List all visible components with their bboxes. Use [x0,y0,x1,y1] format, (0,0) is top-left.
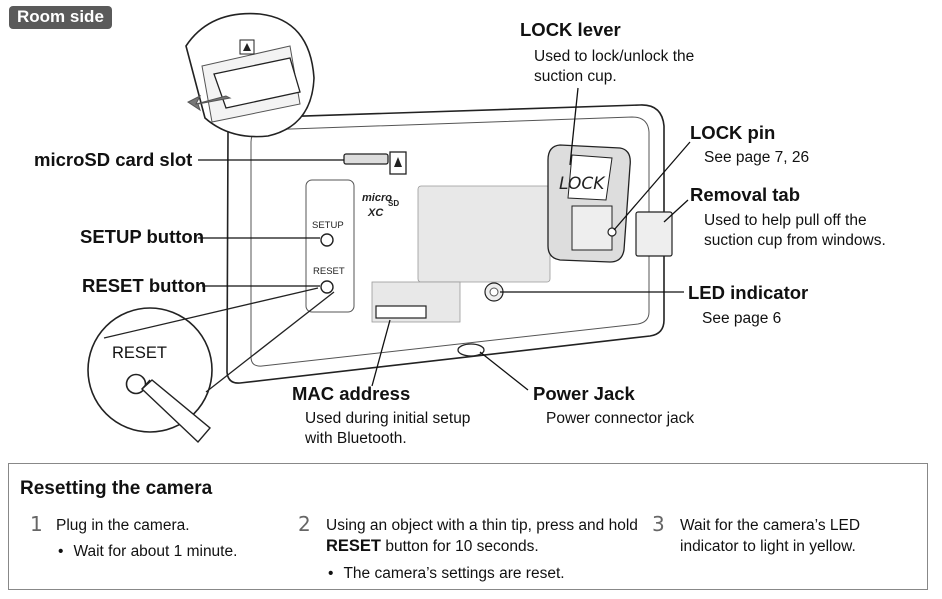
removal-tab-shape [635,211,673,257]
leader-power [479,351,529,391]
power-jack-shape [457,343,485,357]
room-side-tag: Room side [9,6,112,29]
resetting-section-title: Resetting the camera [20,478,213,499]
mac-address-desc-2: with Bluetooth. [305,430,407,447]
step-1-text: Plug in the camera. [56,517,190,534]
step-2-reset-keyword: RESET [326,537,382,555]
lock-text: LOCK [559,174,606,194]
leader-lock-pin [613,141,691,231]
power-jack-desc: Power connector jack [546,410,695,427]
reset-button-title: RESET button [82,275,207,296]
pen-tip-icon [140,379,211,444]
removal-tab-desc-2: suction cup from windows. [704,232,886,249]
label-area [417,185,551,283]
microsd-logo-bottom: XC [367,207,384,219]
zoom-inset-circle [87,307,213,433]
step-2-number: 2 [298,512,311,536]
led-indicator-desc: See page 6 [702,310,782,327]
camera-illustration: micro SD XC SETUP RESET LOCK RESET [87,12,691,444]
step-1-number: 1 [30,512,43,536]
camera-body-inner [250,116,650,367]
reset-button-hole [320,280,334,294]
lock-pin-desc: See page 7, 26 [704,149,810,166]
step-2-text-after: button for 10 seconds. [381,538,539,555]
step-2-bullet: The camera’s settings are reset. [328,563,564,584]
lock-lever-desc-2: suction cup. [534,68,617,85]
setup-button-title: SETUP button [80,226,205,247]
zoom-reset-button [125,373,147,395]
panel-reset-text: RESET [313,266,345,277]
triangle-icon [394,157,402,167]
microsd-slot-shape [343,153,389,165]
panel-setup-text: SETUP [312,220,344,231]
step-2-text-before: Using an object with a thin tip, press a… [326,517,638,534]
leader-removal-tab [663,199,689,223]
mac-address-desc-1: Used during initial setup [305,410,471,427]
lock-pin-title: LOCK pin [690,122,776,143]
leader-lock-lever [569,87,579,166]
lock-lever-title: LOCK lever [520,19,621,40]
power-jack-title: Power Jack [533,383,635,404]
step-3-number: 3 [652,512,665,536]
resetting-section-box [8,463,928,590]
microsd-logo-mid: SD [388,199,399,208]
microsd-logo-top: micro [362,192,392,204]
microsd-slot-title: microSD card slot [34,149,193,170]
setup-button-hole [320,233,334,247]
leader-mac [371,319,391,387]
button-panel [305,179,355,313]
mac-address-label [375,305,427,319]
lock-lever-desc-1: Used to lock/unlock the [534,48,695,65]
step-1-bullet: Wait for about 1 minute. [58,541,237,562]
removal-tab-title: Removal tab [690,184,801,205]
step-3-text: Wait for the camera’s LED indicator to l… [680,517,861,555]
mac-address-title: MAC address [292,383,411,404]
led-indicator-title: LED indicator [688,282,809,303]
led-inner [489,287,499,297]
arrow-icon [187,94,232,112]
removal-tab-desc-1: Used to help pull off the [704,212,867,229]
zoom-reset-text: RESET [112,344,167,362]
step-2-text: Using an object with a thin tip, press a… [326,515,644,557]
